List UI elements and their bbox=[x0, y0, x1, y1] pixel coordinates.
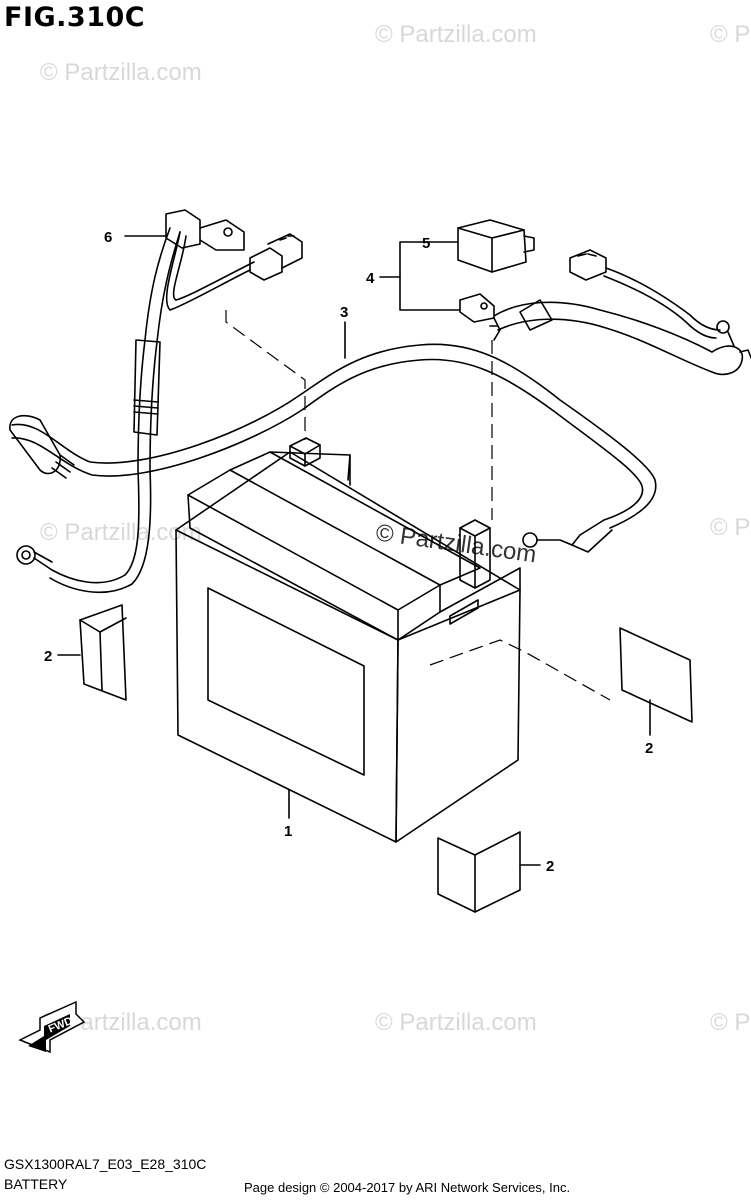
battery bbox=[175, 437, 521, 843]
battery-pad-bottom bbox=[437, 831, 521, 913]
model-code-label: GSX1300RAL7_E03_E28_310C bbox=[4, 1156, 207, 1172]
watermark-text: © Partzilla.com bbox=[710, 21, 751, 48]
small-connector-wire bbox=[569, 249, 721, 339]
terminal-cover bbox=[457, 219, 535, 273]
starter-cable bbox=[493, 299, 751, 376]
watermark-text: © Partzilla.com bbox=[375, 1009, 537, 1036]
battery-pad-left bbox=[79, 604, 127, 701]
watermark-text: © Partzilla.com bbox=[710, 1009, 751, 1036]
watermark-text: © Partzilla.com bbox=[375, 21, 537, 48]
terminal-bracket bbox=[459, 293, 501, 341]
assembly-dashed-lines bbox=[225, 310, 611, 701]
section-name-label: BATTERY bbox=[4, 1176, 68, 1192]
battery-pad-right bbox=[619, 627, 693, 723]
callout-6: 6 bbox=[104, 229, 112, 246]
watermark-text: © Partzilla.com bbox=[710, 514, 751, 541]
battery-cable-main bbox=[9, 343, 657, 553]
watermark-text: © Partzilla.com bbox=[40, 519, 202, 546]
forward-direction-arrow: FWD bbox=[18, 1000, 86, 1054]
watermark-text: © Partzilla.com bbox=[40, 59, 202, 86]
copyright-text: Page design © 2004-2017 by ARI Network S… bbox=[244, 1180, 571, 1195]
battery-cable-negative bbox=[16, 209, 303, 594]
callout-2c: 2 bbox=[546, 858, 554, 875]
callout-5: 5 bbox=[422, 235, 430, 252]
watermark-center-text: © Partzilla.com bbox=[374, 519, 538, 568]
callout-group: 6 5 4 3 2 2 2 1 bbox=[44, 229, 653, 875]
watermark-group: © Partzilla.com © Partzilla.com © Partzi… bbox=[40, 21, 751, 1036]
callout-4: 4 bbox=[366, 270, 375, 287]
figure-title: FIG.310C bbox=[4, 2, 146, 33]
callout-2b: 2 bbox=[645, 740, 653, 757]
leader-line-4 bbox=[399, 241, 461, 311]
callout-2a: 2 bbox=[44, 648, 52, 665]
callout-3: 3 bbox=[340, 304, 348, 321]
callout-1: 1 bbox=[284, 823, 292, 840]
